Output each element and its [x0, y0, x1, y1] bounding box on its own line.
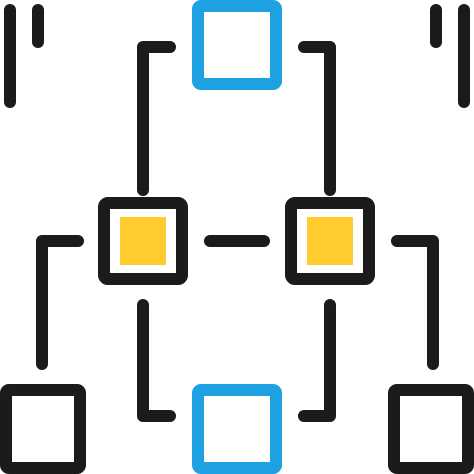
- connector-left-hub-to-bottom: [137, 299, 176, 422]
- bottom-right-node: [388, 384, 474, 474]
- left-hub-core: [120, 217, 166, 265]
- connector-top-left: [137, 41, 176, 196]
- top-node: [192, 0, 282, 90]
- connector-top-right: [298, 41, 336, 196]
- bottom-node: [192, 384, 282, 474]
- right-hub-core: [307, 217, 353, 265]
- connector-right-hub-to-leaf: [391, 235, 439, 370]
- connector-left-hub-to-leaf: [36, 235, 84, 370]
- connector-right-hub-to-bottom: [298, 299, 336, 422]
- connector-lines: [4, 4, 470, 422]
- bottom-left-node: [0, 384, 86, 474]
